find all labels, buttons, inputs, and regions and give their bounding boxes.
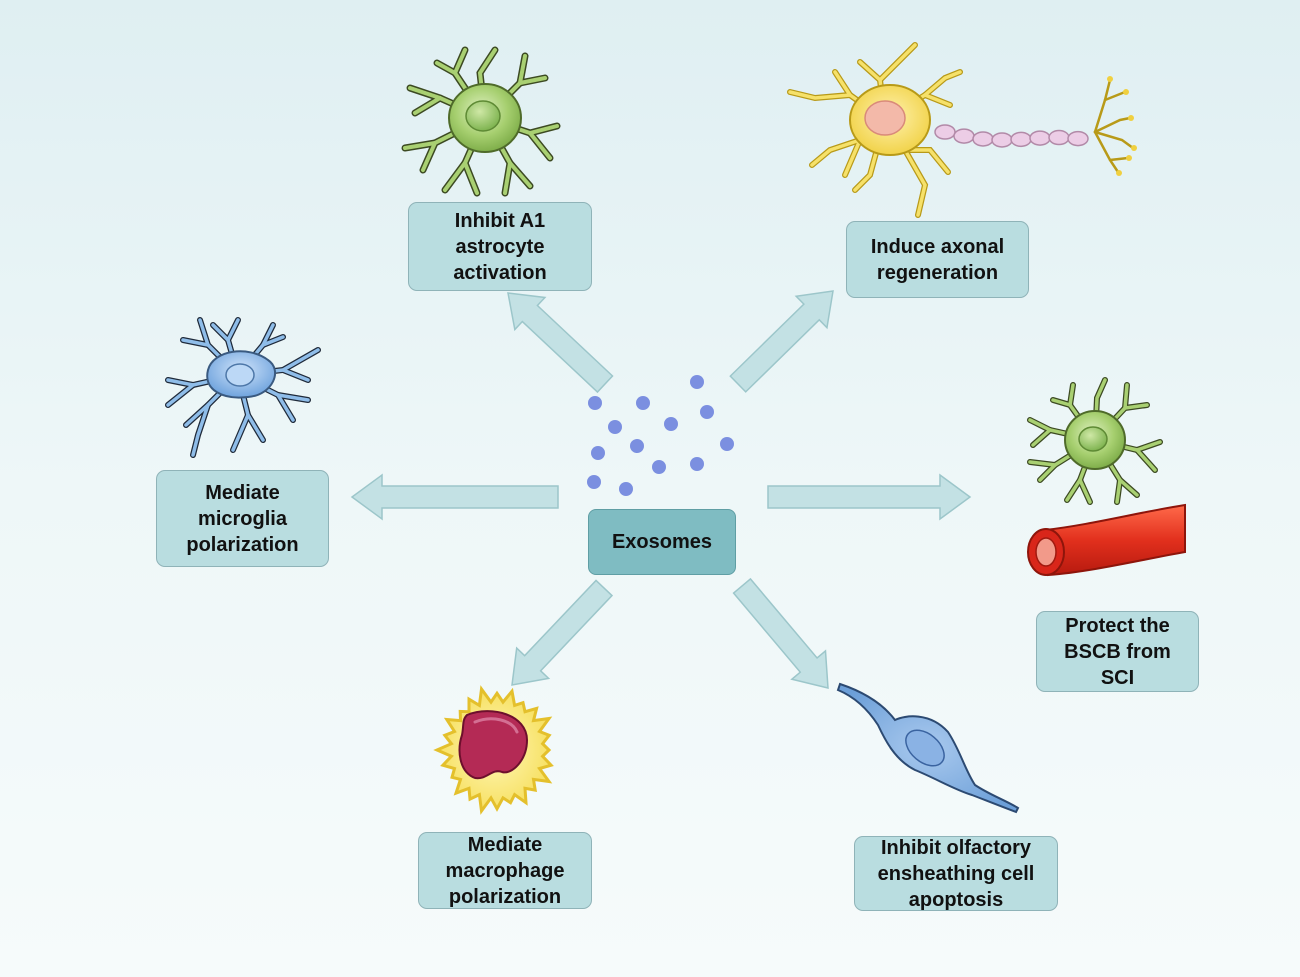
arrow-to-astrocyte (507, 292, 614, 394)
myelin-segment (953, 128, 975, 144)
protect-bscb-label: Protect the BSCB from SCI (1036, 611, 1199, 692)
exosome-vesicle (630, 439, 644, 453)
mediate-macrophage-polarization-label: Mediate macrophage polarization (418, 832, 592, 909)
arrow-to-olfactory (732, 577, 829, 689)
arrows (350, 290, 972, 689)
arrow-to-axonal (729, 290, 834, 393)
myelin-segment (1048, 129, 1070, 146)
exosome-vesicle (664, 417, 678, 431)
blood-vessel-icon (1027, 377, 1186, 577)
myelin-segment (1010, 131, 1032, 148)
exosomes-label: Exosomes (588, 509, 736, 575)
arrow-to-microglia (350, 473, 559, 521)
inhibit-astrocyte-label: Inhibit A1 astrocyte activation (408, 202, 592, 291)
myelin-segment (1029, 130, 1051, 146)
exosome-vesicle (591, 446, 605, 460)
exosome-vesicle (720, 437, 734, 451)
induce-axonal-regeneration-label: Induce axonal regeneration (846, 221, 1029, 298)
exosome-vesicle (690, 375, 704, 389)
exosome-vesicle (636, 396, 650, 410)
arrow-to-macrophage (511, 579, 614, 686)
astrocyte-icon (401, 46, 561, 197)
olfactory-ensheathing-cell-icon (836, 682, 1020, 814)
exosome-vesicle (700, 405, 714, 419)
inhibit-olfactory-cell-apoptosis-label: Inhibit olfactory ensheathing cell apopt… (854, 836, 1058, 911)
myelin-segment (972, 131, 994, 147)
exosome-vesicle (587, 475, 601, 489)
exosome-vesicle (619, 482, 633, 496)
arrow-to-bscb (767, 473, 972, 521)
neuron-icon (787, 42, 1137, 218)
microglia-icon (165, 317, 321, 458)
myelin-segment (991, 132, 1013, 148)
myelin-segment (934, 124, 956, 140)
exosome-vesicle (588, 396, 602, 410)
macrophage-icon (433, 685, 554, 815)
mediate-microglia-polarization-label: Mediate microglia polarization (156, 470, 329, 567)
myelin-segment (1067, 130, 1089, 147)
exosome-vesicle (652, 460, 666, 474)
exosome-vesicle (690, 457, 704, 471)
exosome-vesicle (608, 420, 622, 434)
exosome-vesicles (587, 375, 734, 496)
